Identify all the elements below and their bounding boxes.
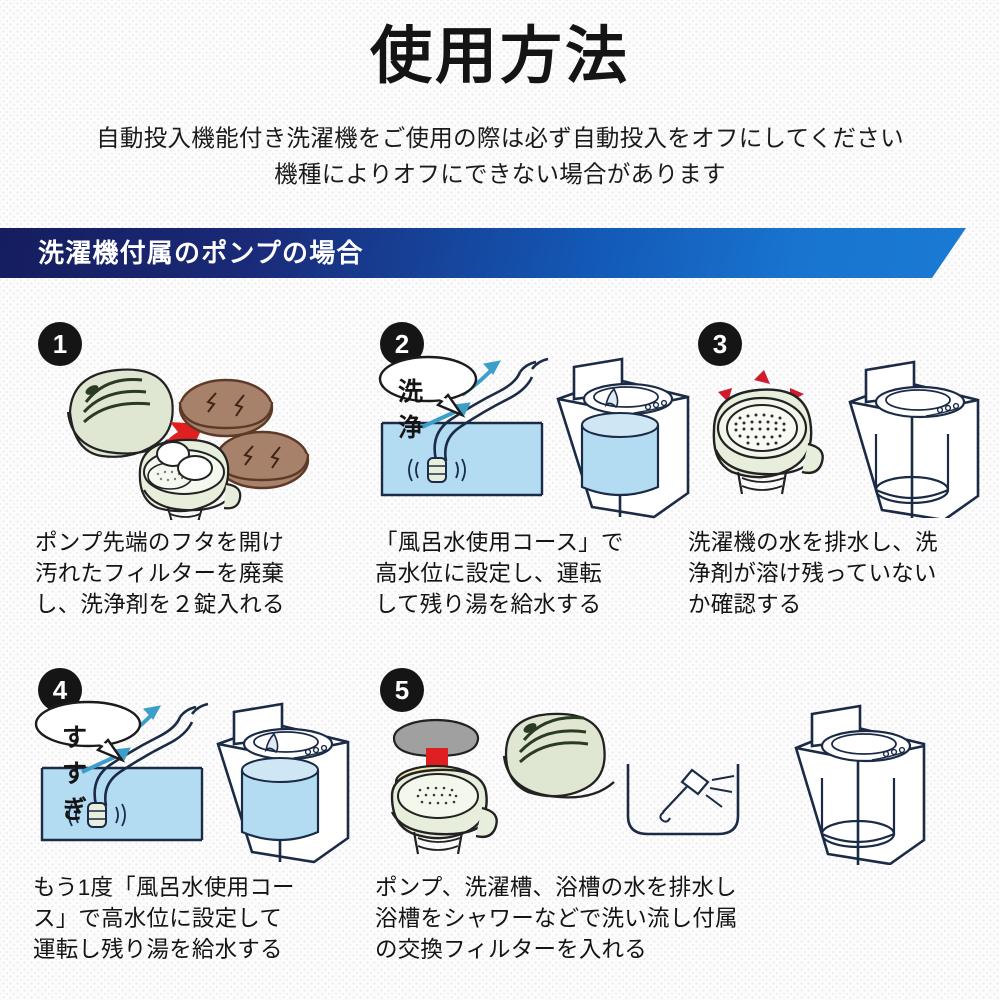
caption-line: の交換フィルターを入れる [375,937,647,962]
caption-line: 洗濯機の水を排水し、洗 [688,530,938,555]
flow-arrows-icon [421,360,501,429]
caption-line: 汚れたフィルターを廃棄 [35,561,285,586]
pump-head-icon [68,802,126,828]
caption-line: し、洗浄剤を２錠入れる [35,592,285,617]
washing-machine-empty-icon [848,360,980,522]
pump-hose-icon [93,702,209,807]
caption-line: して残り湯を給水する [375,592,602,617]
pump-cap-icon [66,368,174,458]
subtitle-line-2: 機種によりオフにできない場合があります [274,161,726,187]
washing-machine-filled-icon [556,357,690,519]
pump-cap-icon [502,712,615,799]
caption-line: ポンプ、洗濯槽、浴槽の水を排水し [375,875,737,900]
caption-line: 浄剤が溶け残っていない [688,561,937,586]
caption-line: ポンプ先端のフタを開け [35,530,285,555]
caption-line: 「風呂水使用コース」で [375,530,624,555]
page-title: 使用方法 [369,22,630,91]
section-banner [0,228,966,278]
step-4-illustration [30,700,350,870]
washing-machine-empty-icon [794,704,926,866]
caption-line: か確認する [688,592,802,617]
caption-line: 浴槽をシャワーなどで洗い流し付属 [375,906,738,931]
bathtub-shower-icon [626,764,740,836]
speech-bubble-wash [378,355,478,418]
shower-spray-icon [705,775,735,808]
step-3-illustration [700,358,990,523]
pump-hose-icon [433,357,549,462]
step-1-illustration [40,350,340,525]
step-1-caption: ポンプ先端のフタを開け 汚れたフィルターを廃棄 し、洗浄剤を２錠入れる [35,527,285,620]
subtitle-line-1: 自動投入機能付き洗濯機をご使用の際は必ず自動投入をオフにしてください [96,125,904,151]
step-5-illustration [378,700,978,870]
step-number-badge: 3 [698,322,742,366]
pump-filter-icon [712,388,824,495]
speech-bubble-rinse [34,700,142,763]
pump-head-icon [408,457,466,483]
step-4-bubble-label: すすぎ [62,724,88,824]
step-3-caption: 洗濯機の水を排水し、洗 浄剤が溶け残っていない か確認する [688,527,938,620]
caption-line: 高水位に設定し、運転 [375,561,603,586]
cleaner-tablets-icon [178,378,310,490]
section-banner-label: 洗濯機付属のポンプの場合 [38,238,364,268]
caption-line: 運転し残り湯を給水する [33,937,283,962]
pump-body-icon [390,768,498,855]
step-number-badge: 5 [380,668,424,712]
caption-line: ス」で高水位に設定して [33,906,283,931]
step-number-badge: 1 [38,322,82,366]
pump-body-icon [138,438,242,524]
step-2-caption: 「風呂水使用コース」で 高水位に設定し、運転 して残り湯を給水する [375,527,624,620]
caption-line: もう1度「風呂水使用コー [33,875,295,900]
step-2-bubble-label: 洗浄 [398,378,424,442]
page-subtitle: 自動投入機能付き洗濯機をご使用の際は必ず自動投入をオフにしてください 機種により… [0,120,1000,192]
step-5-caption: ポンプ、洗濯槽、浴槽の水を排水し 浴槽をシャワーなどで洗い流し付属 の交換フィル… [375,872,738,965]
step-4-caption: もう1度「風呂水使用コー ス」で高水位に設定して 運転し残り湯を給水する [33,872,295,965]
step-2-illustration [370,355,690,525]
washing-machine-filled-icon [216,702,350,864]
